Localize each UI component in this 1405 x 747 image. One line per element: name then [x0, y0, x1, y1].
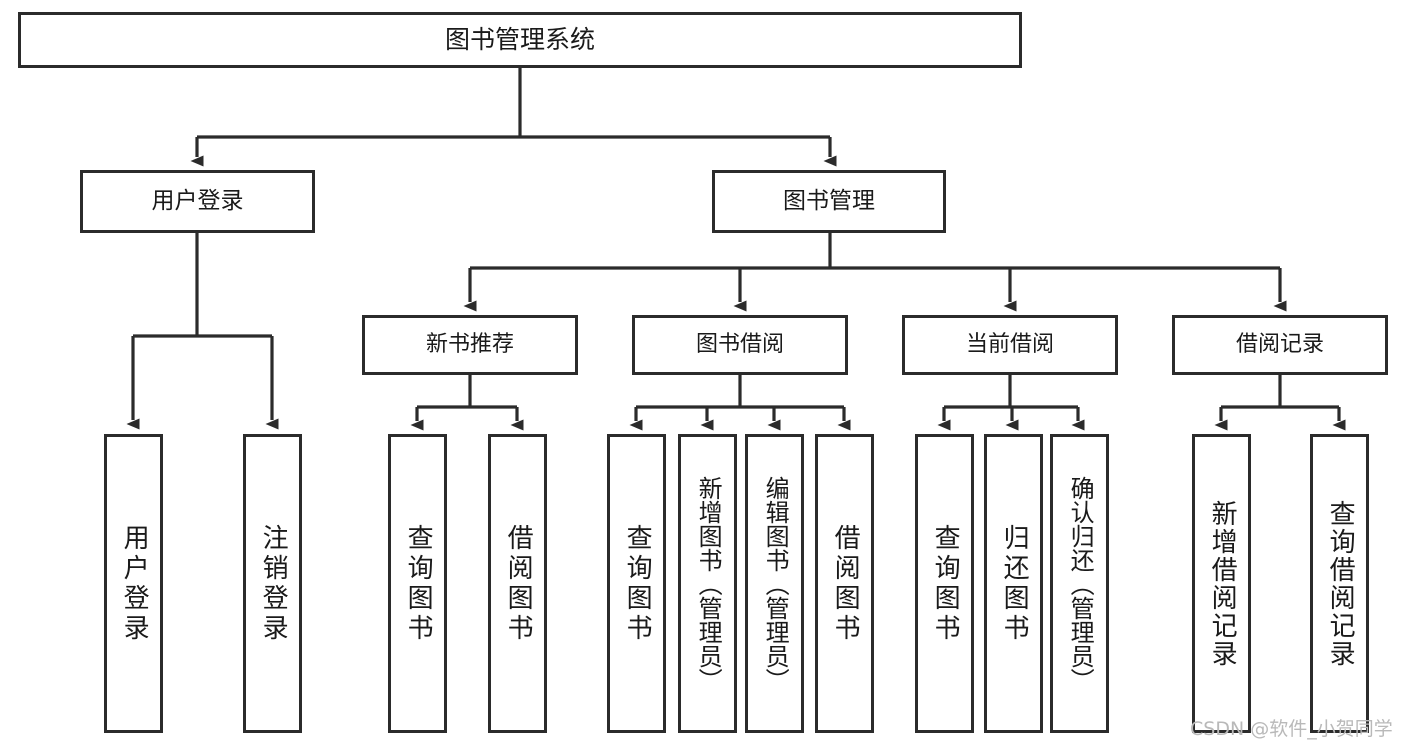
leaf-current-borrow-query-book[interactable]: 查询图书 [915, 434, 974, 733]
node-label: 新增借阅记录 [1207, 499, 1238, 668]
leaf-user-login-login[interactable]: 用户登录 [104, 434, 163, 733]
node-label: 新书推荐 [425, 332, 514, 358]
node-current-borrow[interactable]: 当前借阅 [902, 315, 1118, 375]
node-label: 编辑图书（管理员） [761, 475, 790, 692]
node-label: 新增图书（管理员） [694, 475, 723, 692]
node-label: 查询图书 [622, 523, 653, 644]
node-label: 图书管理系统 [444, 24, 595, 54]
node-label: 查询图书 [403, 523, 434, 644]
node-label: 图书管理 [783, 188, 875, 215]
leaf-book-borrow-edit-book-admin[interactable]: 编辑图书（管理员） [745, 434, 804, 733]
leaf-current-borrow-confirm-return-admin[interactable]: 确认归还（管理员） [1050, 434, 1109, 733]
csdn-watermark: CSDN @软件_小贺同学 [1190, 718, 1393, 740]
node-label: 注销登录 [258, 523, 289, 644]
node-label: 借阅图书 [503, 523, 534, 644]
node-book-borrow[interactable]: 图书借阅 [632, 315, 848, 375]
node-user-login[interactable]: 用户登录 [80, 170, 315, 233]
leaf-book-borrow-borrow-book[interactable]: 借阅图书 [815, 434, 874, 733]
node-label: 归还图书 [999, 523, 1030, 644]
node-label: 确认归还（管理员） [1066, 475, 1095, 692]
leaf-book-borrow-query-book[interactable]: 查询图书 [607, 434, 666, 733]
node-label: 当前借阅 [965, 332, 1054, 358]
node-label: 用户登录 [151, 188, 244, 215]
node-label: 借阅记录 [1235, 332, 1324, 358]
leaf-new-book-query-book[interactable]: 查询图书 [388, 434, 447, 733]
node-new-book-recommend[interactable]: 新书推荐 [362, 315, 578, 375]
node-book-management-system[interactable]: 图书管理系统 [18, 12, 1022, 68]
leaf-new-book-borrow-book[interactable]: 借阅图书 [488, 434, 547, 733]
leaf-borrow-record-add-record[interactable]: 新增借阅记录 [1192, 434, 1251, 733]
leaf-book-borrow-add-book-admin[interactable]: 新增图书（管理员） [678, 434, 737, 733]
node-book-management[interactable]: 图书管理 [712, 170, 946, 233]
node-borrow-record[interactable]: 借阅记录 [1172, 315, 1388, 375]
node-label: 用户登录 [119, 523, 150, 644]
node-label: 图书借阅 [695, 332, 784, 358]
node-label: 借阅图书 [830, 523, 861, 644]
node-label: 查询图书 [930, 523, 961, 644]
leaf-user-login-logout[interactable]: 注销登录 [243, 434, 302, 733]
node-label: 查询借阅记录 [1325, 499, 1356, 668]
leaf-borrow-record-query-record[interactable]: 查询借阅记录 [1310, 434, 1369, 733]
leaf-current-borrow-return-book[interactable]: 归还图书 [984, 434, 1043, 733]
